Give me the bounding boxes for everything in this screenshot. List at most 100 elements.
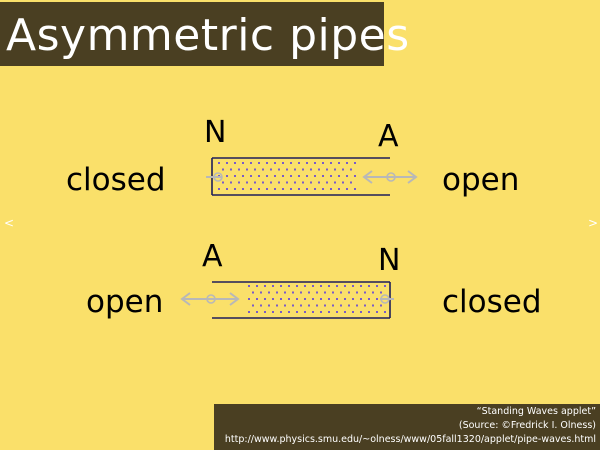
pipe-1-air-particle	[310, 181, 312, 184]
pipe-2-air-particle	[348, 291, 350, 294]
pipe-2-air-particle	[312, 298, 314, 300]
pipe-2-air-particle	[280, 285, 282, 287]
pipe-1-air-particle	[274, 175, 276, 177]
pipe-2-air-particle	[284, 304, 286, 307]
pipe-1-air-particle	[250, 162, 252, 164]
pipe-2-air-particle	[268, 291, 270, 294]
pipe-2-air-particle	[264, 298, 266, 300]
credit-url[interactable]: http://www.physics.smu.edu/~olness/www/0…	[224, 434, 596, 445]
previous-slide-arrow[interactable]: <	[4, 216, 15, 230]
pipe-2-air-particle	[308, 291, 310, 294]
pipe-2-air-particle	[256, 285, 258, 287]
pipe-2-air-particle	[288, 298, 290, 300]
pipe-2-air-particle	[248, 298, 250, 300]
pipe-1-air-particle	[318, 168, 320, 171]
pipe-2-air-particle	[356, 291, 358, 294]
pipe-2-air-particle	[320, 298, 322, 300]
pipe-2-air-particle	[332, 304, 334, 307]
pipe-2-air-particle	[256, 311, 258, 313]
pipe-2-air-particle	[300, 304, 302, 307]
pipe-1-air-particle	[330, 188, 332, 190]
next-slide-arrow[interactable]: >	[588, 216, 599, 230]
pipe-2-air-particle	[304, 298, 306, 300]
pipe-1-air-particle	[286, 168, 288, 171]
pipe-1-air-particle	[322, 175, 324, 177]
pipe-1-air-particle	[354, 175, 356, 177]
pipe-1-left-node-letter: N	[204, 115, 227, 150]
pipe-1-air-particle	[346, 175, 348, 177]
pipe-1-air-particle	[226, 175, 228, 177]
pipe-2-air-particle	[336, 285, 338, 287]
pipe-2-right-node-circle	[380, 294, 390, 304]
pipe-2-air-particle	[256, 298, 258, 300]
pipe-1-air-particle	[310, 168, 312, 171]
pipe-1-air-particle	[258, 175, 260, 177]
pipe-1-air-particle	[234, 188, 236, 190]
pipe-2-air-particle	[344, 298, 346, 300]
pipe-2-air-particle	[336, 298, 338, 300]
pipe-2-air-particle	[372, 304, 374, 307]
pipe-2-air-particle	[364, 291, 366, 294]
pipe-2-air-particle	[380, 291, 382, 294]
pipe-1-air-particle	[334, 181, 336, 184]
pipe-2-air-particle	[284, 291, 286, 294]
pipe-2-air-particle	[300, 291, 302, 294]
pipe-2-air-particle	[324, 291, 326, 294]
pipe-2-air-particle	[376, 311, 378, 313]
pipe-1-right-displacement-arrow	[362, 170, 418, 184]
pipe-2-air-particle	[296, 311, 298, 313]
pipe-1-air-particle	[218, 188, 220, 190]
pipe-1-air-particle	[354, 162, 356, 164]
pipe-1-air-particle	[354, 188, 356, 190]
pipe-1-air-particle	[246, 181, 248, 184]
pipe-1-air-particle	[294, 181, 296, 184]
pipe-2-left-end-label: open	[86, 284, 164, 320]
pipe-1-arrow-circle	[386, 172, 396, 182]
credit-applet-name: “Standing Waves applet”	[476, 406, 596, 417]
pipe-1-air-particle	[238, 181, 240, 184]
pipe-1-air-particle	[226, 188, 228, 190]
pipe-2-air-particle	[332, 291, 334, 294]
pipe-1-air-particle	[302, 168, 304, 171]
pipe-2-right-node-marker	[380, 294, 394, 304]
pipe-2-left-displacement-arrow	[180, 292, 240, 306]
pipe-1-air-particle	[258, 188, 260, 190]
pipe-2-air-particle	[352, 298, 354, 300]
pipe-1-air-particle	[346, 162, 348, 164]
pipe-2-air-particle	[276, 291, 278, 294]
pipe-2-air-particle	[348, 304, 350, 307]
pipe-1-left-node-circle	[213, 172, 223, 182]
pipe-1-air-particle	[278, 181, 280, 184]
pipe-2-air-particle	[252, 291, 254, 294]
pipe-1-air-particle	[314, 188, 316, 190]
pipe-2-arrow-circle	[206, 294, 216, 304]
pipe-2-air-particle	[308, 304, 310, 307]
pipe-1-air-particle	[294, 168, 296, 171]
pipe-1-air-particle	[286, 181, 288, 184]
pipe-1-air-particle	[266, 162, 268, 164]
pipe-2-air-particle	[368, 285, 370, 287]
pipe-1-air-particle	[270, 181, 272, 184]
pipe-1-air-particle	[326, 168, 328, 171]
pipe-1-air-particle	[314, 175, 316, 177]
pipe-2-air-particle	[252, 304, 254, 307]
pipe-2-air-particle	[292, 291, 294, 294]
pipe-1-air-particles	[218, 162, 356, 190]
pipe-2-air-particle	[352, 285, 354, 287]
pipe-1-air-particle	[290, 162, 292, 164]
pipe-1-air-particle	[298, 188, 300, 190]
pipe-2-air-particle	[372, 291, 374, 294]
pipe-1-air-particle	[330, 175, 332, 177]
pipe-2-left-node-letter: A	[202, 239, 223, 274]
pipe-2-air-particle	[304, 311, 306, 313]
pipe-2-air-particle	[368, 298, 370, 300]
pipe-1-air-particle	[250, 175, 252, 177]
pipe-2-air-particle	[320, 285, 322, 287]
pipe-2-air-particles	[248, 285, 386, 313]
pipe-1-air-particle	[226, 162, 228, 164]
pipe-1-air-particle	[250, 188, 252, 190]
pipe-1-air-particle	[282, 162, 284, 164]
pipe-2-air-particle	[380, 304, 382, 307]
pipe-2-air-particle	[368, 311, 370, 313]
